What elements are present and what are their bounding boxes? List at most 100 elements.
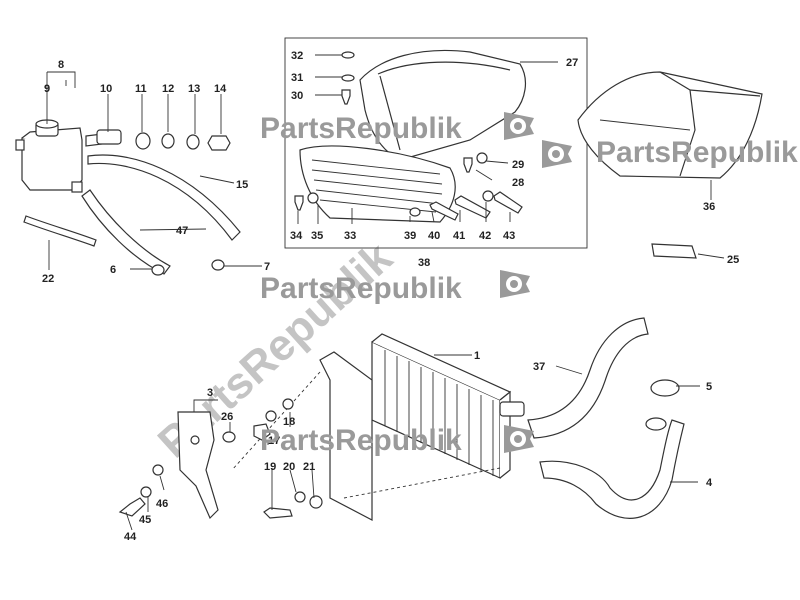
part-label-27: 27 — [566, 57, 578, 69]
washer-45 — [140, 486, 152, 498]
part-label-34: 34 — [290, 230, 303, 242]
part-label-4: 4 — [706, 477, 713, 489]
bracket-shroud — [319, 351, 373, 521]
leader-lines — [46, 54, 725, 531]
gear-flag-icon — [504, 112, 534, 140]
screw-17 — [253, 423, 271, 441]
clamp-11 — [135, 132, 151, 150]
bracket-3 — [177, 411, 219, 520]
watermark-text: PartsRepublik — [260, 272, 462, 305]
part-label-44: 44 — [124, 531, 137, 543]
clamp-6 — [151, 264, 165, 276]
gear-flag-icon — [504, 425, 534, 453]
washer-21 — [309, 495, 323, 509]
part-label-31: 31 — [291, 72, 303, 84]
screw-34 — [294, 195, 304, 211]
filler-hose — [85, 129, 122, 147]
part-label-5: 5 — [706, 381, 712, 393]
washer-42 — [482, 190, 494, 202]
part-label-28: 28 — [512, 177, 524, 189]
part-label-29: 29 — [512, 159, 524, 171]
part-labels: 1 3 4 5 6 7 8 9 10 11 12 13 14 15 17 18 … — [42, 50, 739, 543]
part-label-13: 13 — [188, 83, 200, 95]
part-label-37: 37 — [533, 361, 545, 373]
part-label-20: 20 — [283, 461, 295, 473]
washer-20 — [294, 491, 306, 503]
part-label-41: 41 — [453, 230, 465, 242]
dash-line-upper — [231, 371, 321, 471]
part-label-9: 9 — [44, 83, 50, 95]
clamp-5 — [650, 379, 680, 397]
clamp-7 — [211, 259, 225, 271]
washer-26 — [222, 431, 236, 443]
bolt-19 — [263, 507, 293, 519]
part-label-10: 10 — [100, 83, 112, 95]
hose-37 — [527, 317, 649, 439]
washer-32 — [341, 51, 355, 59]
watermark-4: PartsRepublik — [260, 424, 534, 457]
washer-46 — [152, 464, 164, 476]
part-label-3: 3 — [207, 387, 213, 399]
part-label-46: 46 — [156, 498, 168, 510]
part-label-42: 42 — [479, 230, 491, 242]
washer-18a — [265, 410, 277, 422]
part-label-33: 33 — [344, 230, 356, 242]
part-label-25: 25 — [727, 254, 739, 266]
watermark-text: PartsRepublik — [260, 424, 462, 457]
part-label-11: 11 — [135, 83, 147, 95]
watermark-3: PartsRepublik — [260, 270, 530, 305]
hose-15 — [87, 154, 241, 241]
part-label-14: 14 — [214, 83, 227, 95]
part-label-8: 8 — [58, 59, 64, 71]
washer-13 — [186, 134, 200, 150]
part-label-38: 38 — [418, 257, 430, 269]
fairing-cover-27 — [359, 49, 527, 161]
part-label-45: 45 — [139, 514, 151, 526]
part-label-21: 21 — [303, 461, 315, 473]
bolt-44 — [118, 497, 146, 517]
washer-39 — [409, 207, 421, 217]
bolt-43 — [493, 191, 523, 214]
hose-47 — [81, 189, 171, 275]
nut-14 — [207, 135, 231, 151]
screw-28 — [463, 157, 473, 173]
part-label-32: 32 — [291, 50, 303, 62]
washer-35 — [307, 192, 319, 204]
part-label-36: 36 — [703, 201, 715, 213]
gear-flag-icon — [500, 270, 530, 298]
dash-line-lower — [343, 467, 501, 499]
clamp-4b — [645, 417, 667, 431]
part-label-30: 30 — [291, 90, 303, 102]
part-label-19: 19 — [264, 461, 276, 473]
bolt-40 — [429, 201, 459, 221]
part-label-15: 15 — [236, 179, 248, 191]
hose-4 — [539, 419, 685, 519]
part-label-39: 39 — [404, 230, 416, 242]
watermark-1: PartsRepublik — [260, 112, 534, 145]
part-label-43: 43 — [503, 230, 515, 242]
strip-22 — [23, 215, 97, 247]
part-label-7: 7 — [264, 261, 270, 273]
air-duct-36 — [577, 71, 763, 179]
part-label-17: 17 — [268, 435, 280, 447]
washer-31 — [341, 74, 355, 82]
washer-18b — [282, 398, 294, 410]
part-label-12: 12 — [162, 83, 174, 95]
strip-25 — [651, 243, 697, 259]
part-label-22: 22 — [42, 273, 54, 285]
washer-12 — [161, 133, 175, 149]
part-label-1: 1 — [474, 350, 480, 362]
part-label-18: 18 — [283, 416, 295, 428]
part-label-26: 26 — [221, 411, 233, 423]
watermark-text: PartsRepublik — [260, 112, 462, 145]
gear-flag-icon — [542, 140, 572, 168]
grille-33 — [299, 145, 456, 223]
part-label-40: 40 — [428, 230, 440, 242]
washer-29 — [476, 152, 488, 164]
watermark-2: PartsRepublik — [542, 136, 798, 169]
bolt-41 — [454, 195, 491, 219]
watermark-text: PartsRepublik — [596, 136, 798, 169]
part-label-47: 47 — [176, 225, 188, 237]
expansion-tank — [15, 119, 83, 193]
